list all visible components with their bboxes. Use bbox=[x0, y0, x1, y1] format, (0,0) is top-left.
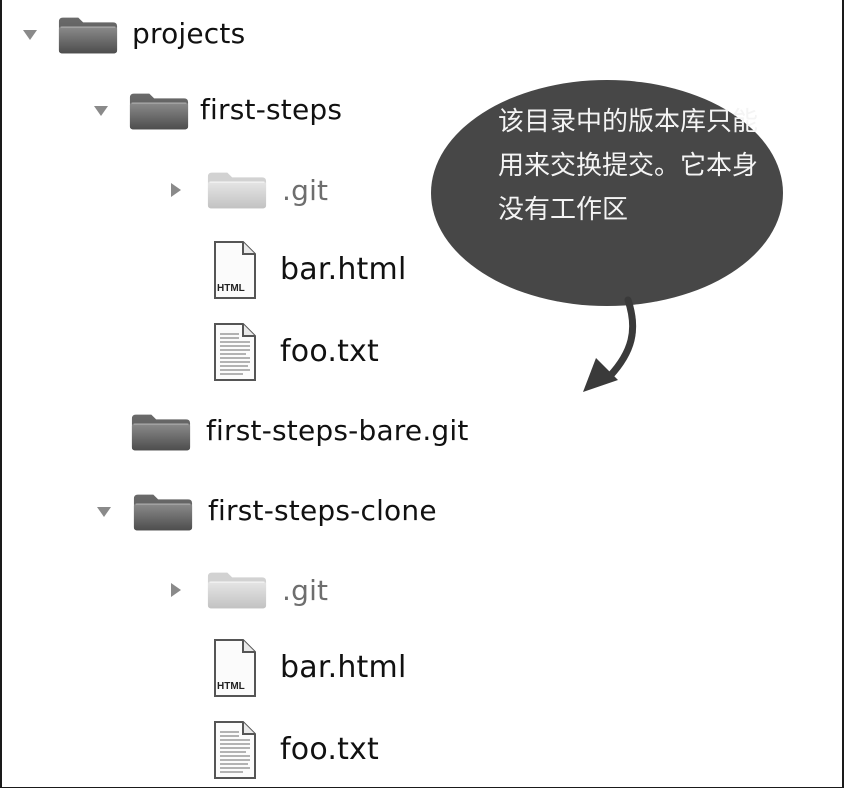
tree-row-first-steps[interactable]: first-steps bbox=[0, 81, 400, 141]
tree-row-first-steps-clone[interactable]: first-steps-clone bbox=[0, 482, 500, 542]
folder-icon bbox=[132, 492, 194, 536]
tree-item-label: bar.html bbox=[280, 252, 407, 287]
folder-icon bbox=[57, 15, 119, 59]
file-type-badge: HTML bbox=[217, 283, 245, 294]
disclosure-collapsed-icon[interactable] bbox=[164, 560, 188, 620]
folder-icon bbox=[130, 412, 192, 456]
tree-item-label: bar.html bbox=[280, 650, 407, 685]
tree-item-label: first-steps-bare.git bbox=[206, 414, 469, 447]
callout-line: 没有工作区 bbox=[498, 195, 629, 225]
disclosure-collapsed-icon[interactable] bbox=[164, 160, 188, 220]
disclosure-expanded-icon[interactable] bbox=[18, 5, 42, 65]
tree-row-git[interactable]: .git bbox=[0, 160, 400, 220]
text-file-icon bbox=[213, 720, 257, 784]
folder-icon bbox=[128, 91, 190, 135]
tree-item-label: first-steps-clone bbox=[208, 494, 437, 527]
text-file-icon bbox=[213, 322, 257, 386]
tree-item-label: projects bbox=[132, 17, 246, 50]
tree-row-git[interactable]: .git bbox=[0, 560, 400, 620]
folder-icon bbox=[206, 570, 268, 614]
html-file-icon: HTML bbox=[213, 240, 257, 300]
tree-item-label: .git bbox=[282, 574, 329, 607]
callout-line: 该目录中的版本库只能 bbox=[498, 107, 759, 137]
tree-item-label: first-steps bbox=[200, 93, 343, 126]
callout-line: 用来交换提交。它本身 bbox=[498, 151, 759, 181]
tree-item-label: foo.txt bbox=[280, 732, 379, 767]
tree-item-label: .git bbox=[282, 174, 329, 207]
tree-row-foo-txt[interactable]: foo.txt bbox=[0, 718, 420, 778]
disclosure-expanded-icon[interactable] bbox=[92, 482, 116, 542]
tree-item-label: foo.txt bbox=[280, 334, 379, 369]
callout-text: 该目录中的版本库只能 用来交换提交。它本身 没有工作区 bbox=[498, 100, 758, 232]
file-type-badge: HTML bbox=[217, 681, 245, 692]
tree-row-bar-html[interactable]: HTML bar.html bbox=[0, 638, 420, 698]
tree-row-foo-txt[interactable]: foo.txt bbox=[0, 320, 420, 380]
tree-row-first-steps-bare[interactable]: first-steps-bare.git bbox=[0, 402, 520, 462]
disclosure-expanded-icon[interactable] bbox=[89, 81, 113, 141]
folder-icon bbox=[206, 170, 268, 214]
html-file-icon: HTML bbox=[213, 638, 257, 698]
tree-row-projects[interactable]: projects bbox=[0, 5, 360, 65]
tree-row-bar-html[interactable]: HTML bar.html bbox=[0, 240, 420, 300]
